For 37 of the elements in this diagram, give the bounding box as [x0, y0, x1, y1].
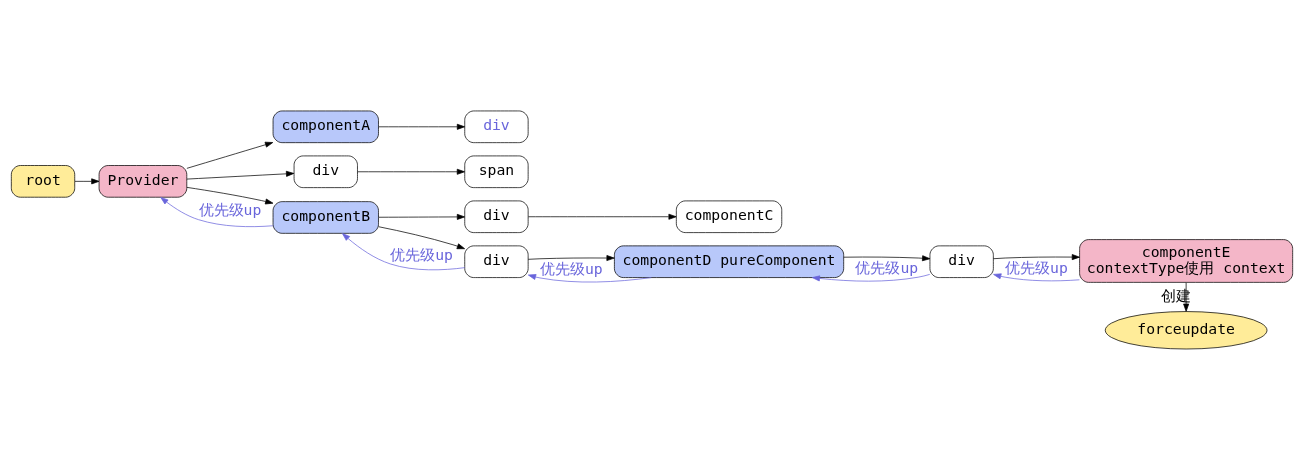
- node-ellipse: forceupdate: [1104, 311, 1268, 350]
- node-box: div: [464, 200, 529, 233]
- node-box: componentB: [272, 201, 379, 234]
- arrow: [993, 254, 1080, 261]
- arrow: [357, 168, 465, 175]
- node-box: componentC: [675, 200, 783, 233]
- edge-label: 优先级up: [539, 259, 603, 277]
- node-box: div: [929, 245, 994, 278]
- arrow: [811, 274, 931, 282]
- arrow: [527, 255, 615, 261]
- node-box: div: [464, 110, 529, 143]
- arrow: [843, 255, 931, 262]
- edge-label: 优先级up: [855, 258, 919, 276]
- arrow: [527, 274, 652, 283]
- arrow: [342, 233, 466, 271]
- arrow: [186, 170, 295, 180]
- node-box: div: [293, 155, 358, 188]
- node-box: Provider: [98, 165, 188, 198]
- edge-label: 优先级up: [1005, 258, 1068, 276]
- node-box: root: [10, 165, 76, 198]
- arrow: [378, 213, 465, 220]
- arrow: [378, 226, 465, 250]
- node-box: componentE contextType使用 context: [1079, 239, 1294, 283]
- node-box: div: [464, 245, 529, 278]
- arrow: [378, 123, 465, 130]
- arrow: [993, 273, 1080, 282]
- node-box: componentA: [272, 110, 379, 143]
- edge-label: 创建: [1160, 286, 1191, 304]
- arrow: [186, 141, 274, 169]
- arrow: [186, 187, 274, 205]
- node-box: span: [464, 155, 529, 188]
- node-box: componentD pureComponent: [614, 245, 845, 278]
- arrow: [160, 197, 274, 227]
- arrow: [528, 213, 677, 220]
- edge-label: 优先级up: [390, 245, 453, 263]
- arrow: [74, 178, 100, 185]
- edge-label: 优先级up: [198, 201, 262, 219]
